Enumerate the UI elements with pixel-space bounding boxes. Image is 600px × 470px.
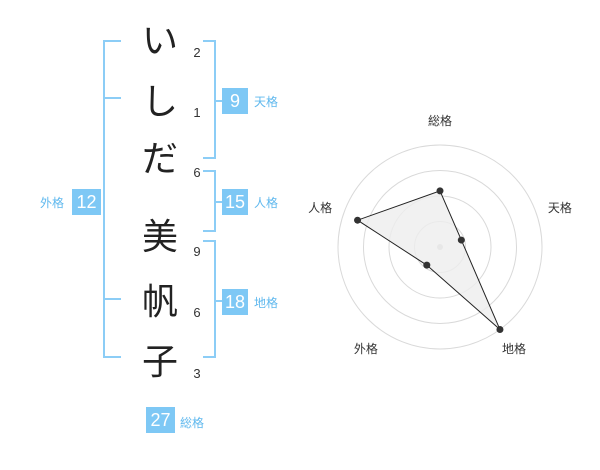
chikaku-value-box: 18	[222, 289, 248, 315]
soukaku-label: 総格	[180, 416, 205, 430]
name-char-1: い	[141, 21, 178, 62]
radar-ring	[337, 144, 543, 350]
radar-ring	[363, 170, 517, 324]
soukaku-value-box: 27	[146, 407, 175, 433]
stroke-count-6: 3	[193, 366, 201, 381]
gaikaku-bracket-bottom	[103, 356, 121, 358]
radar-point-1	[436, 187, 444, 195]
chikaku-bracket-top	[203, 240, 216, 242]
radar-point-3	[496, 326, 504, 334]
tenkaku-bracket-bottom	[203, 157, 216, 159]
tenkaku-value-box: 9	[222, 88, 248, 114]
stroke-count-1: 2	[193, 45, 201, 60]
jinkaku-bracket-stub	[214, 201, 222, 203]
radar-point-2	[457, 236, 465, 244]
gaikaku-bracket-top	[103, 40, 121, 42]
gaikaku-label: 外格	[40, 196, 65, 210]
chikaku-bracket-vertical	[214, 240, 216, 358]
tenkaku-bracket-top	[203, 40, 216, 42]
name-char-3: だ	[141, 139, 178, 180]
stroke-count-3: 6	[193, 165, 201, 180]
name-char-6: 子	[141, 342, 178, 383]
radar-axis-label-1: 総格	[428, 113, 452, 128]
radar-area	[356, 190, 501, 330]
stroke-count-5: 6	[193, 305, 201, 320]
gaikaku-value-box: 12	[72, 189, 101, 215]
stroke-count-2: 1	[193, 105, 201, 120]
name-char-2: し	[141, 82, 178, 123]
radar-point-5	[354, 216, 362, 224]
radar-point-4	[423, 261, 431, 269]
jinkaku-value-box: 15	[222, 189, 248, 215]
gaikaku-bracket-tick-upper	[103, 97, 121, 99]
radar-axis-label-2: 天格	[548, 200, 572, 215]
gaikaku-bracket-tick-lower	[103, 298, 121, 300]
chikaku-bracket-bottom	[203, 356, 216, 358]
radar-axis-label-5: 人格	[308, 200, 332, 215]
radar-axis-label-4: 外格	[354, 341, 378, 356]
name-char-5: 帆	[141, 282, 178, 323]
gaikaku-bracket-vertical	[103, 40, 105, 358]
jinkaku-label: 人格	[254, 196, 279, 210]
tenkaku-bracket-vertical	[214, 40, 216, 159]
chikaku-label: 地格	[254, 296, 279, 310]
jinkaku-bracket-bottom	[203, 230, 216, 232]
name-char-4: 美	[141, 217, 178, 258]
radar-axis-label-3: 地格	[502, 341, 526, 356]
stroke-count-4: 9	[193, 244, 201, 259]
tenkaku-label: 天格	[254, 95, 279, 109]
jinkaku-bracket-top	[203, 170, 216, 172]
chikaku-bracket-stub	[214, 300, 222, 302]
tenkaku-bracket-stub	[214, 100, 222, 102]
